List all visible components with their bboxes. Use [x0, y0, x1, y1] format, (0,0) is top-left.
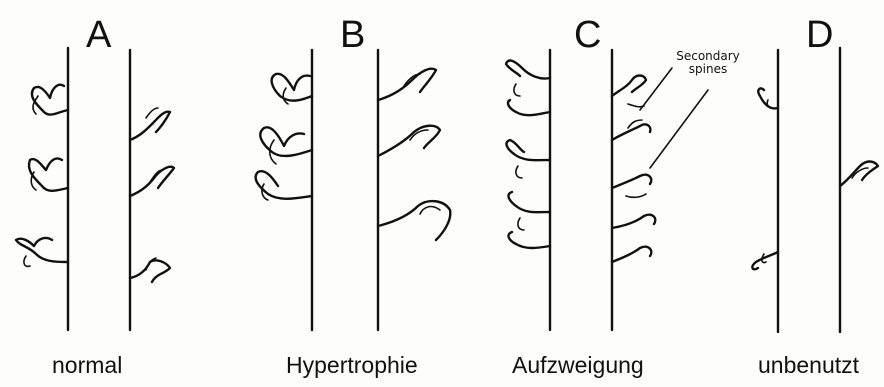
panel-c-letter: C [574, 14, 601, 57]
panel-d-letter: D [806, 14, 833, 57]
panel-a-caption: normal [52, 352, 122, 379]
annotation-line-2: spines [658, 63, 758, 76]
panel-b-caption: Hypertrophie [286, 352, 418, 379]
panel-d-dendrite [752, 48, 878, 332]
secondary-spines-annotation: Secondary spines [658, 50, 758, 76]
panel-b-dendrite [256, 50, 451, 330]
panel-d-caption: unbenutzt [758, 352, 859, 379]
panel-c-caption: Aufzweigung [512, 352, 644, 379]
panel-b-letter: B [340, 14, 365, 57]
panel-c-dendrite [506, 50, 708, 330]
panel-a-dendrite [16, 48, 174, 330]
panel-a-letter: A [86, 14, 111, 57]
